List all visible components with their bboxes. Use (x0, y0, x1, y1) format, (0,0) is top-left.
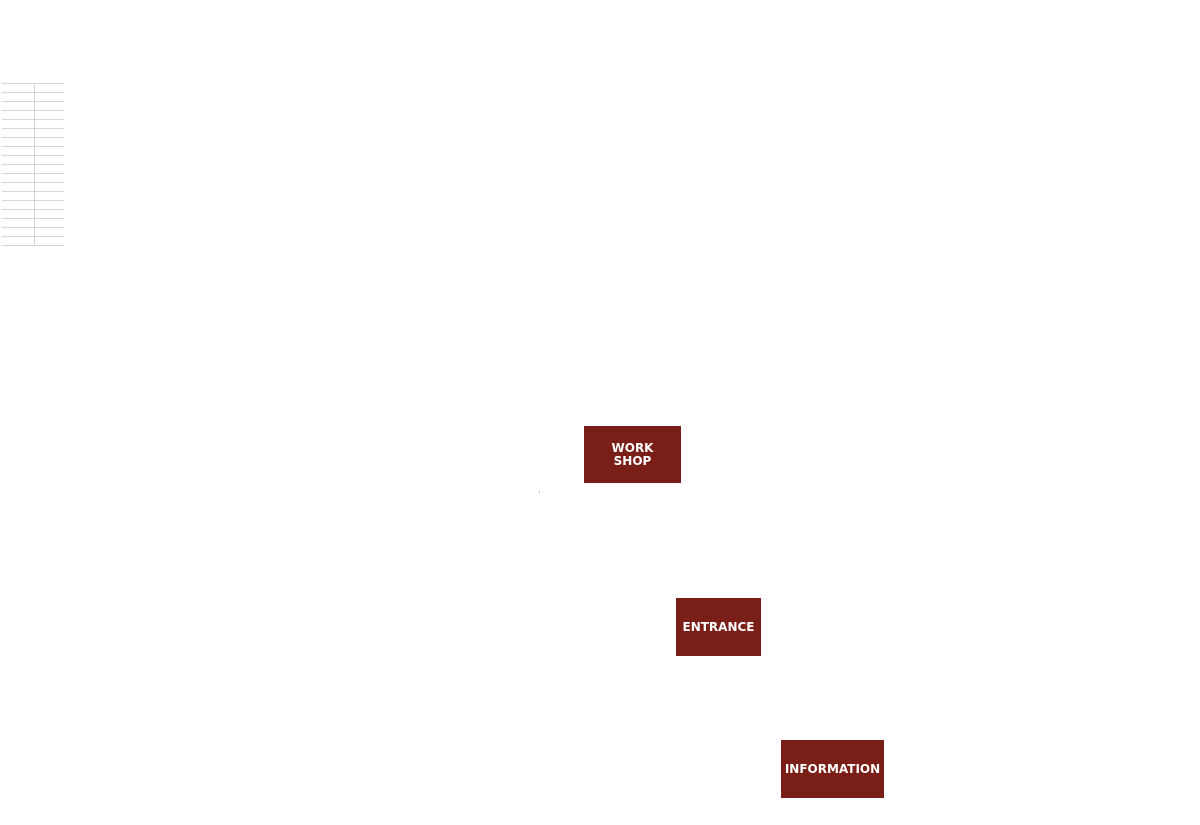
grid-cell (34, 101, 64, 111)
grid-row (2, 92, 64, 102)
grid-cell (2, 101, 35, 111)
grid-cell (34, 227, 64, 237)
map-dot (539, 491, 540, 493)
grid-cell (2, 155, 35, 165)
grid-cell (34, 236, 64, 246)
grid-cell (34, 182, 64, 192)
grid-cell (34, 164, 64, 174)
grid-cell (2, 110, 35, 120)
grid-cell (2, 182, 35, 192)
grid-cell (2, 146, 35, 156)
grid-cell (2, 227, 35, 237)
grid-cell (2, 83, 35, 93)
grid-row (2, 182, 64, 192)
workshop-marker[interactable]: WORK SHOP (584, 426, 681, 483)
grid-row (2, 164, 64, 174)
grid-row (2, 101, 64, 111)
workshop-label: WORK SHOP (611, 440, 654, 468)
entrance-label: ENTRANCE (682, 619, 755, 634)
information-label: INFORMATION (784, 761, 881, 776)
grid-cell (2, 137, 35, 147)
grid-row (2, 128, 64, 138)
grid-row (2, 83, 64, 93)
grid-cell (34, 137, 64, 147)
grid-row (2, 227, 64, 237)
entrance-marker[interactable]: ENTRANCE (676, 598, 761, 656)
grid-row (2, 110, 64, 120)
grid-cell (2, 209, 35, 219)
grid-row (2, 119, 64, 129)
grid-cell (34, 191, 64, 201)
grid-cell (34, 146, 64, 156)
grid-cell (2, 218, 35, 228)
grid-cell (34, 119, 64, 129)
grid-cell (34, 155, 64, 165)
grid-row (2, 146, 64, 156)
grid-cell (2, 164, 35, 174)
grid-row (2, 236, 64, 246)
grid-cell (34, 83, 64, 93)
grid-cell (2, 236, 35, 246)
grid-cell (34, 200, 64, 210)
grid-cell (34, 209, 64, 219)
grid-row (2, 155, 64, 165)
grid-row (2, 191, 64, 201)
grid-cell (2, 191, 35, 201)
grid-row (2, 218, 64, 228)
grid-cell (2, 200, 35, 210)
grid-cell (34, 173, 64, 183)
grid-cell (34, 92, 64, 102)
information-marker[interactable]: INFORMATION (781, 740, 884, 798)
grid-cell (34, 218, 64, 228)
grid-cell (2, 173, 35, 183)
grid-row (2, 173, 64, 183)
grid-row (2, 200, 64, 210)
grid-table (2, 83, 64, 246)
grid-cell (2, 128, 35, 138)
grid-cell (34, 128, 64, 138)
grid-row (2, 209, 64, 219)
grid-cell (34, 110, 64, 120)
grid-cell (2, 92, 35, 102)
grid-cell (2, 119, 35, 129)
grid-row (2, 137, 64, 147)
